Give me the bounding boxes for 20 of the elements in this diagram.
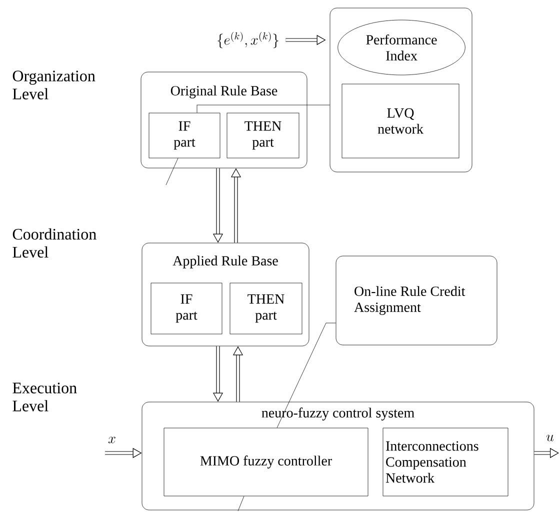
ellipse-node: Performance Index [338, 20, 466, 76]
connector-line [166, 158, 178, 186]
group-box [330, 8, 472, 172]
process-box: THEN part [226, 112, 300, 158]
process-box: IF part [148, 112, 220, 158]
input-formula: $\{e^{(k)}, x^{(k)}\}$ [218, 32, 278, 48]
connector-line [276, 322, 336, 428]
level-label: Execution Level [12, 382, 77, 412]
level-label: Coordination Level [12, 228, 96, 258]
edge-label: $u$ [545, 434, 556, 442]
process-box: LVQ network [342, 84, 460, 158]
edge-label: $x$ [107, 436, 117, 444]
connector-line [238, 496, 244, 512]
process-box: MIMO fuzzy controller [164, 428, 368, 496]
level-label: Organization Level [12, 70, 96, 100]
process-box: IF part [150, 282, 222, 334]
process-box: THEN part [230, 282, 302, 334]
process-box: On-line Rule Credit Assignment [336, 256, 498, 346]
connector-line [196, 104, 330, 113]
process-box: Interconnections Compensation Network [382, 428, 508, 496]
